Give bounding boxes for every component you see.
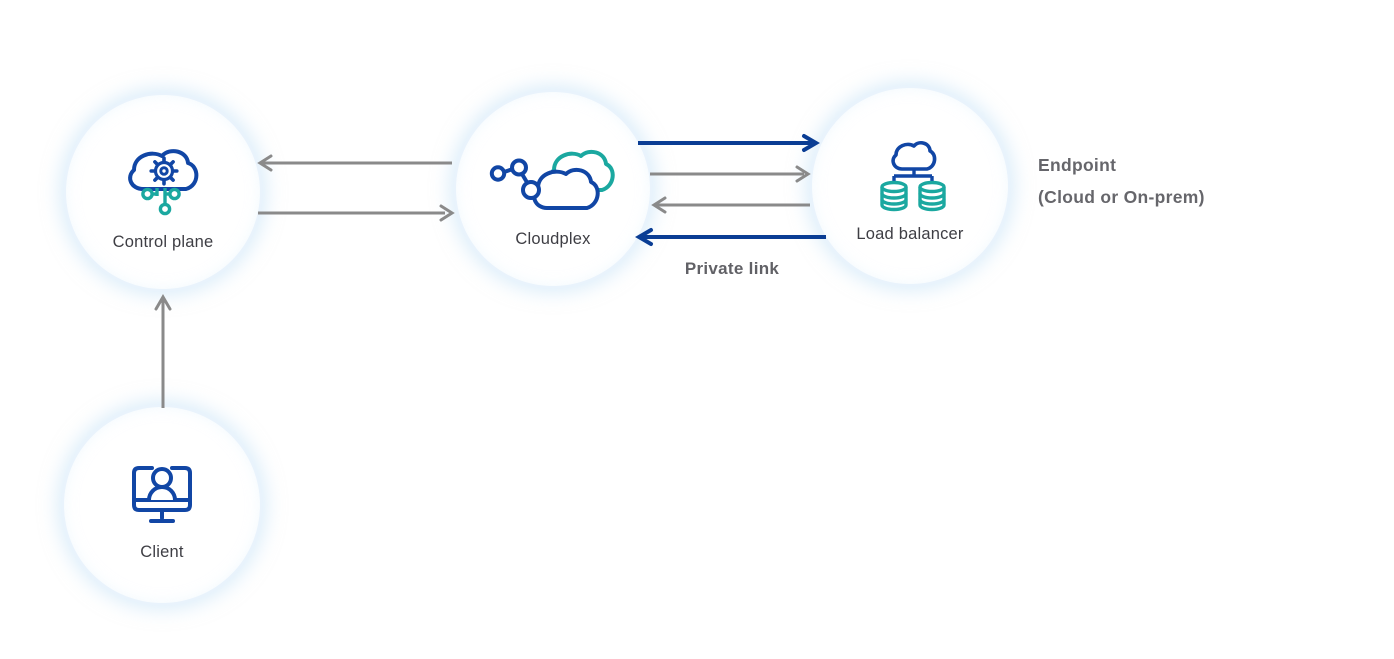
node-label-cloudplex: Cloudplex bbox=[515, 229, 591, 248]
arrow-load-balancer-to-cloudplex-gray bbox=[651, 196, 810, 214]
node-label-client: Client bbox=[140, 542, 184, 561]
arrow-client-to-control-plane bbox=[154, 294, 172, 408]
cloud-gear-icon bbox=[128, 148, 199, 215]
arrow-private-link bbox=[635, 228, 826, 246]
endpoint-label: Endpoint (Cloud or On-prem) bbox=[1038, 149, 1205, 213]
monitor-user-icon bbox=[132, 465, 192, 523]
node-client: Client bbox=[64, 407, 260, 603]
arrow-cloudplex-to-load-balancer-gray bbox=[650, 165, 811, 183]
node-label-load-balancer: Load balancer bbox=[856, 224, 964, 243]
node-load-balancer: Load balancer bbox=[812, 88, 1008, 284]
arrow-cloudplex-to-control-plane bbox=[257, 154, 452, 172]
arrow-control-plane-to-cloudplex bbox=[258, 204, 455, 222]
arrow-cloudplex-to-load-balancer-blue bbox=[638, 134, 820, 152]
cloud-databases-icon bbox=[880, 140, 946, 211]
molecule-clouds-icon bbox=[489, 149, 615, 210]
endpoint-line-1: Endpoint bbox=[1038, 155, 1117, 175]
node-cloudplex: Cloudplex bbox=[456, 92, 650, 286]
endpoint-line-2: (Cloud or On-prem) bbox=[1038, 187, 1205, 207]
node-control-plane: Control plane bbox=[66, 95, 260, 289]
private-link-label: Private link bbox=[684, 259, 780, 278]
node-label-control-plane: Control plane bbox=[112, 232, 214, 251]
